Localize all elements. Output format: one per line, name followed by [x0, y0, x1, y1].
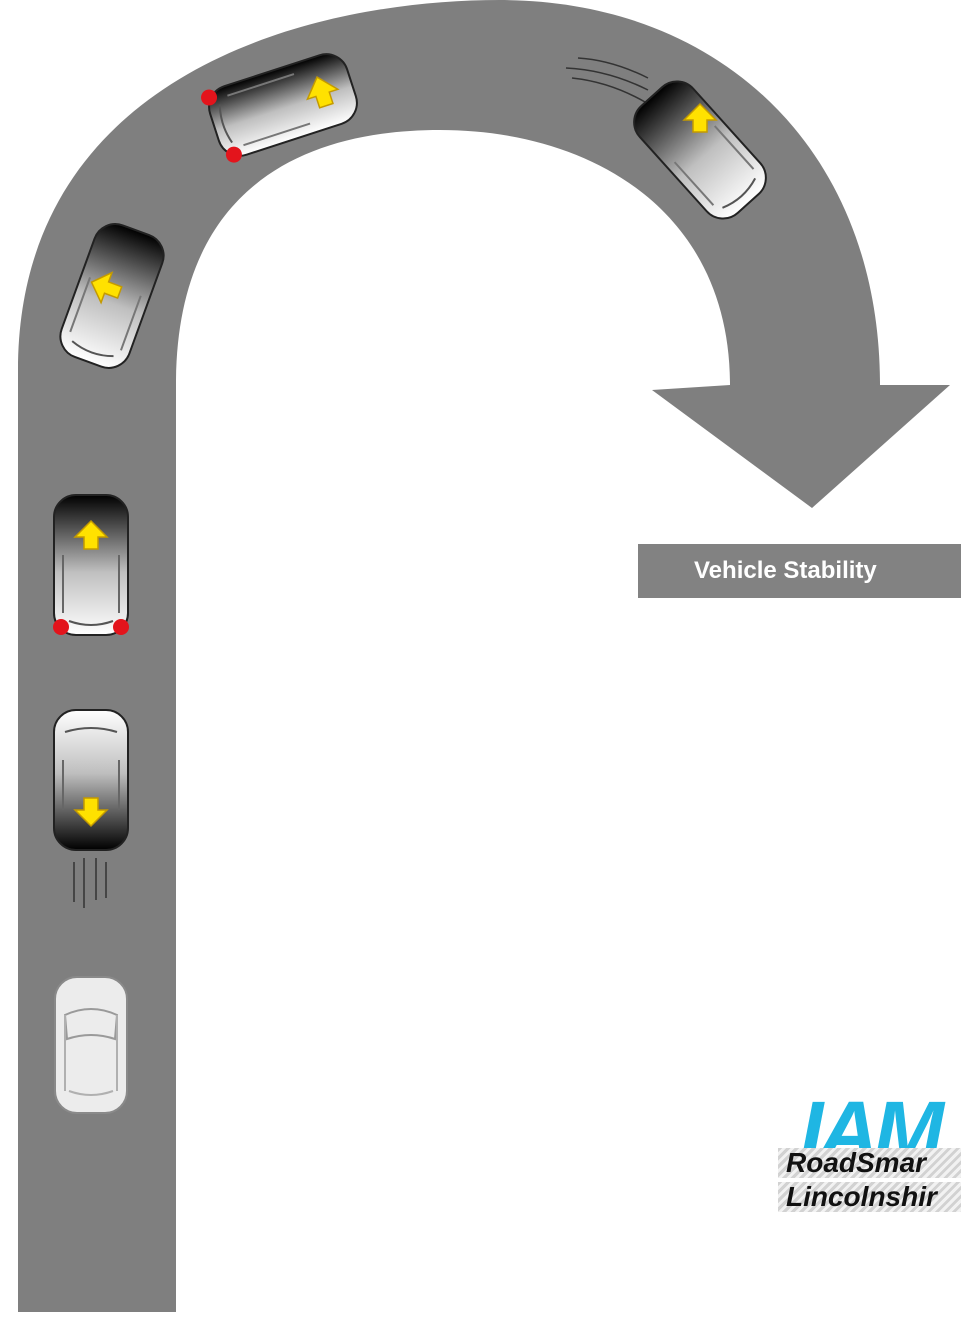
logo-line-1: RoadSmar — [778, 1148, 961, 1178]
page-title: Vehicle Stability — [638, 544, 961, 598]
car-moving-off — [55, 977, 127, 1113]
car-braking — [54, 710, 128, 850]
red-wheel-dot-icon — [53, 619, 69, 635]
red-wheel-dot-icon — [113, 619, 129, 635]
logo-line-2: Lincolnshir — [778, 1182, 961, 1212]
car-accelerating — [53, 495, 129, 635]
iam-roadsmart-logo: IAM RoadSmar Lincolnshir — [776, 1092, 961, 1222]
